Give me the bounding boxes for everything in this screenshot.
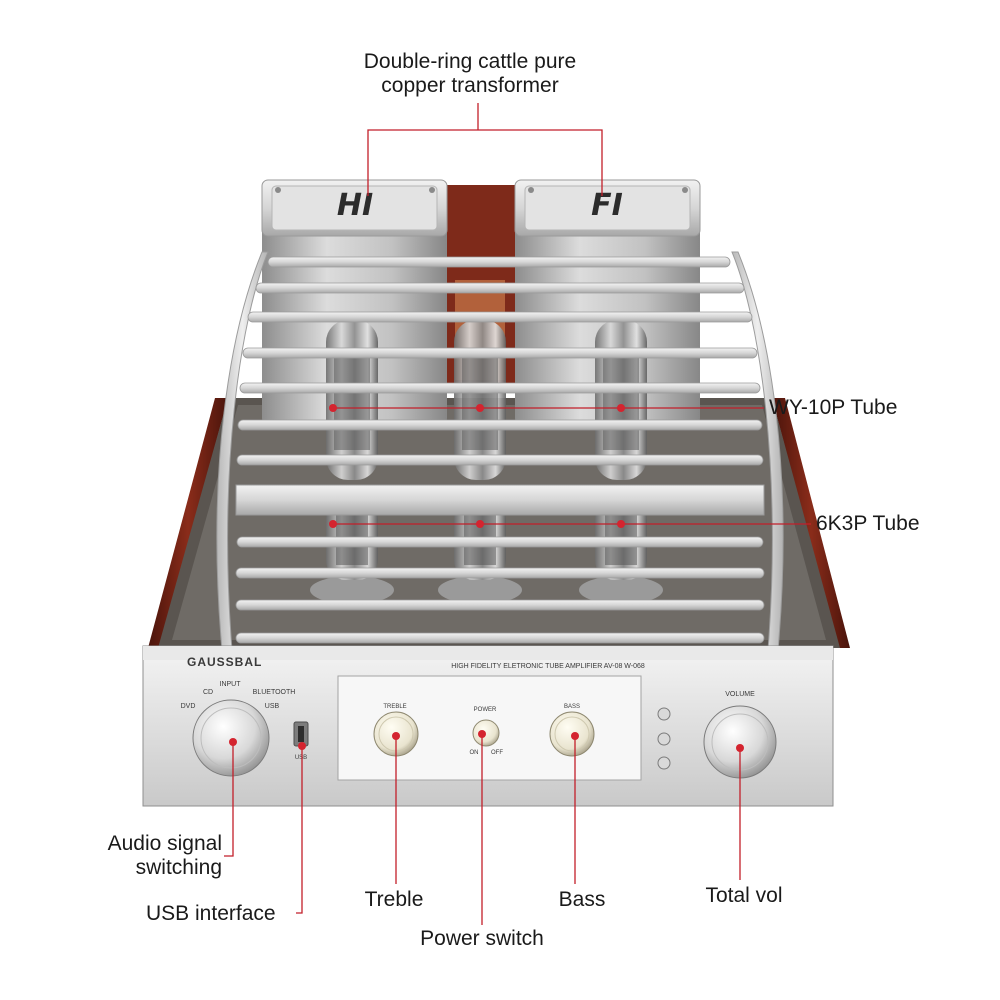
cage-bar-7: [236, 454, 764, 466]
transformer-callout-line2: copper transformer: [381, 74, 559, 97]
cage-bar-8: [236, 536, 764, 548]
wy10p-dot-1: [329, 404, 337, 412]
6k3p-tube-callout: 6K3P Tube: [816, 512, 920, 535]
audio-switching-callout-line2: switching: [135, 856, 222, 879]
usb-interface-dot: [298, 742, 306, 750]
cage-bar-9: [235, 567, 765, 579]
treble-label: TREBLE: [383, 704, 406, 710]
usb-interface-line: [296, 746, 303, 914]
power-label: POWER: [474, 707, 497, 713]
audio-switching-callout: Audio signal switching: [60, 832, 222, 880]
audio-switching-line: [224, 742, 234, 857]
cage-bar-11: [235, 632, 765, 644]
audio-switching-callout-line1: Audio signal: [107, 832, 222, 855]
transformer-right: [514, 179, 701, 426]
transformer-callout: Double-ring cattle pure copper transform…: [330, 50, 610, 98]
transformer-bracket-line: [367, 129, 603, 196]
transformer-left: [261, 179, 448, 426]
input-selector-knob[interactable]: [192, 699, 270, 777]
cage-bar-6: [237, 419, 763, 431]
cage-bar-10: [235, 599, 765, 611]
tube-column-3: [579, 320, 663, 604]
wood-side-panels: [148, 398, 850, 648]
volume-label: VOLUME: [725, 691, 755, 698]
bass-dot: [571, 732, 579, 740]
cage-bar-2: [255, 282, 745, 294]
power-switch-button[interactable]: [472, 719, 500, 747]
tube-cage: [216, 251, 784, 651]
remote-mode-buttons[interactable]: [657, 707, 671, 770]
audio-switching-dot: [229, 738, 237, 746]
6k3p-dot-1: [329, 520, 337, 528]
vacuum-tubes: [310, 320, 663, 604]
volume-dot: [736, 744, 744, 752]
input-cd-label: CD: [203, 689, 213, 696]
input-dvd-label: DVD: [181, 703, 196, 710]
lid-right-lettering: FI: [591, 188, 623, 223]
6k3p-dot-3: [617, 520, 625, 528]
treble-dot: [392, 732, 400, 740]
cage-bar-5: [239, 382, 761, 394]
input-usb-label: USB: [265, 703, 280, 710]
brand-logo: GAUSSBAL: [187, 655, 262, 669]
power-dot: [478, 730, 486, 738]
input-bluetooth-label: BLUETOOTH: [253, 689, 296, 696]
wy10p-dot-3: [617, 404, 625, 412]
bass-callout: Bass: [558, 888, 606, 911]
cage-bar-4: [242, 347, 758, 359]
wy10p-dot-2: [476, 404, 484, 412]
power-switch-callout: Power switch: [420, 927, 544, 950]
6k3p-dot-2: [476, 520, 484, 528]
wy10p-tube-callout: WY-10P Tube: [769, 396, 898, 419]
treble-callout: Treble: [364, 888, 424, 911]
cage-bar-3: [247, 311, 753, 323]
cage-bar-1: [267, 256, 731, 268]
transformer-callout-line1: Double-ring cattle pure: [363, 50, 577, 73]
bass-label: BASS: [564, 704, 580, 710]
model-text: HIGH FIDELITY ELETRONIC TUBE AMPLIFIER A…: [451, 663, 645, 670]
usb-port-label: USB: [295, 755, 307, 761]
total-vol-callout: Total vol: [705, 884, 783, 907]
input-label: INPUT: [220, 681, 242, 688]
usb-interface-callout: USB interface: [146, 902, 276, 925]
callout-lines: [224, 103, 811, 925]
lid-left-lettering: HI: [337, 188, 373, 223]
power-off-label: OFF: [491, 750, 503, 756]
power-on-label: ON: [470, 750, 479, 756]
